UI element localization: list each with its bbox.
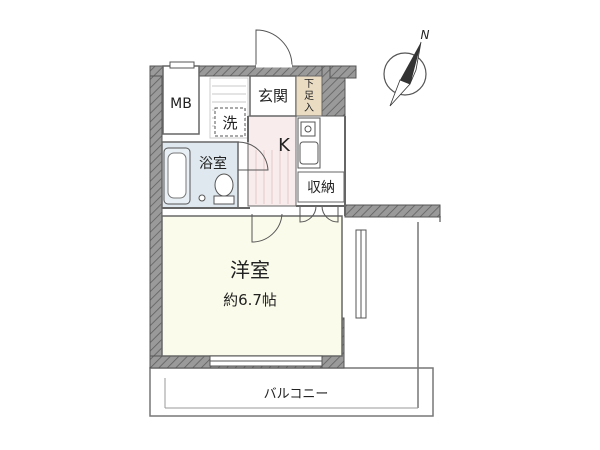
kitchen-sink-icon [297, 117, 321, 169]
kitchen-stripes [255, 150, 289, 204]
kitchen-label: K [278, 135, 291, 156]
bathroom-label: 浴室 [199, 155, 227, 172]
western-room-size-label: 約6.7帖 [223, 291, 277, 309]
western-room-label: 洋室 [230, 258, 270, 282]
inner-walls [162, 116, 346, 216]
compass-icon: N [383, 28, 430, 107]
shoe-storage-label-2: 足 [304, 90, 314, 102]
washer-space [214, 107, 246, 137]
shoe-storage-label-1: 下 [304, 79, 314, 90]
bathtub-icon [163, 147, 191, 205]
windows [169, 61, 367, 367]
entrance-label: 玄関 [258, 87, 288, 105]
mb-label: MB [170, 96, 192, 112]
shoe-storage-label-3: 入 [304, 103, 314, 114]
storage-label: 収納 [307, 180, 335, 196]
washer-label: 洗 [222, 114, 237, 132]
toilet-icon [198, 173, 235, 205]
balcony-label: バルコニー [264, 387, 329, 402]
compass-north-label: N [421, 28, 430, 42]
doors [237, 29, 339, 243]
